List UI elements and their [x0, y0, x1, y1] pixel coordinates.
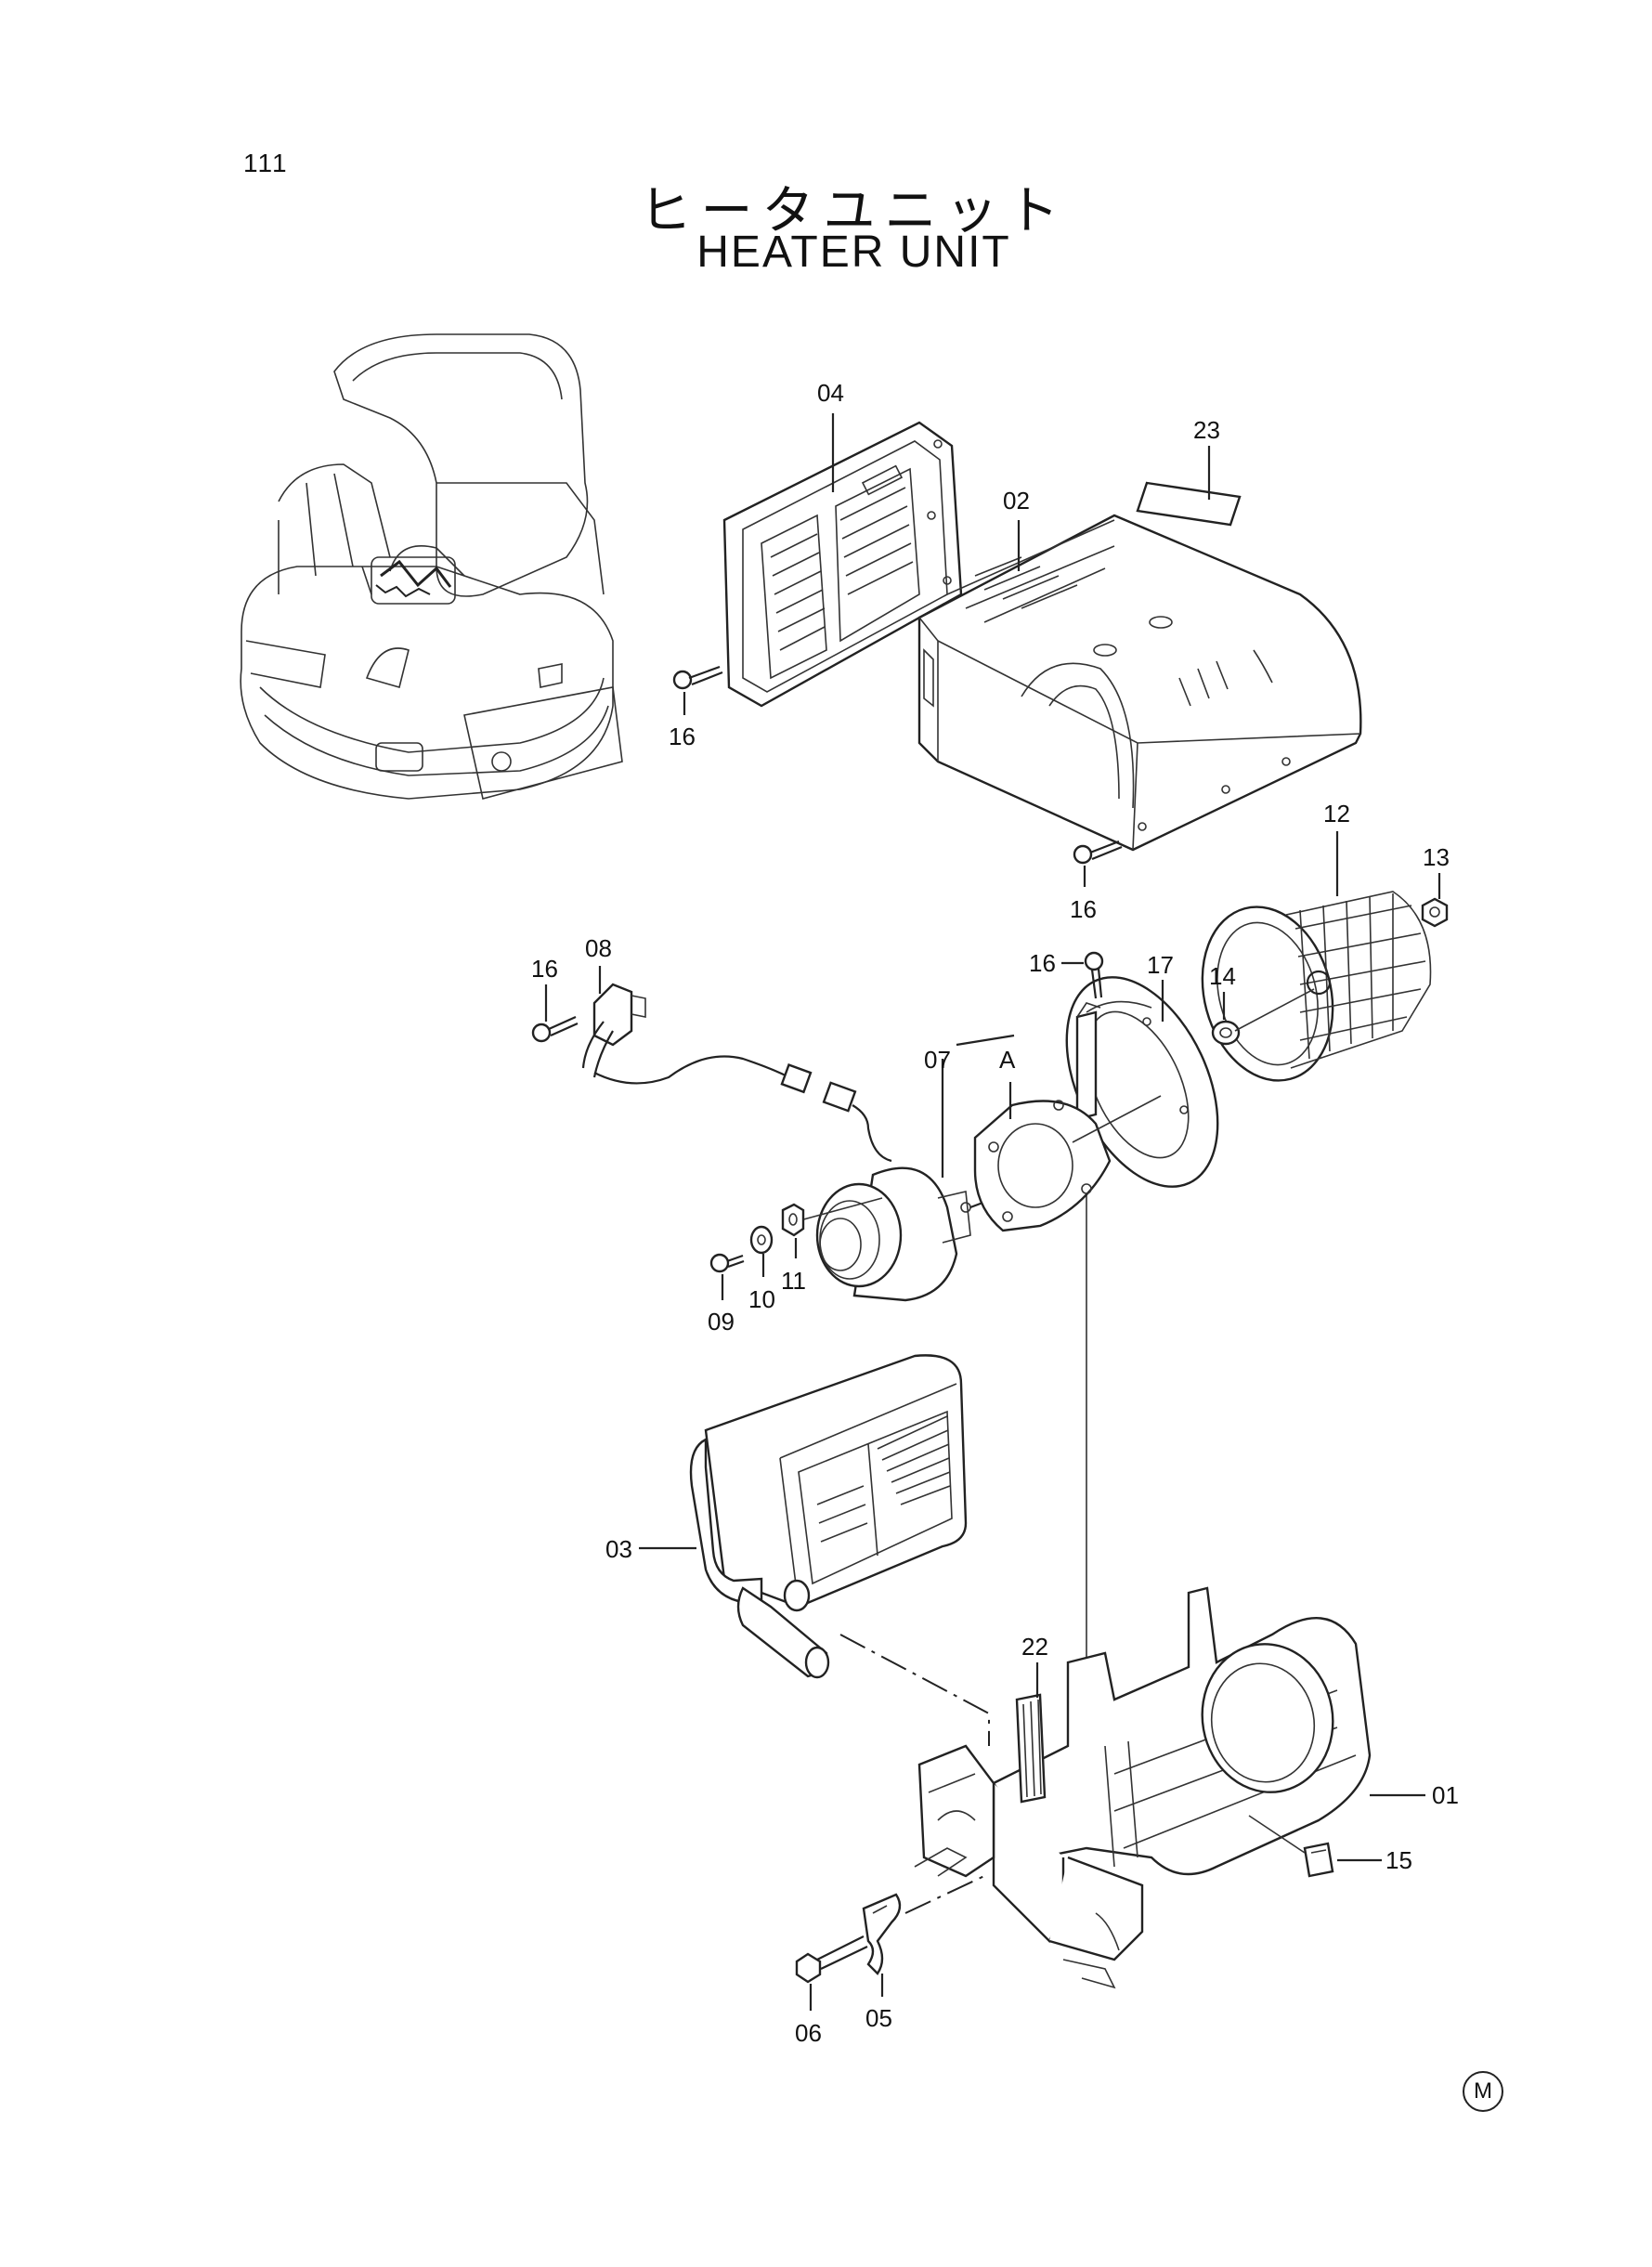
callout-13: 13	[1423, 843, 1450, 871]
callout-03: 03	[605, 1535, 632, 1563]
clip-axis-line	[904, 1875, 985, 1914]
title-english: HEATER UNIT	[696, 228, 1011, 277]
excavator-overview-illustration	[240, 333, 623, 800]
title-japanese: ヒータユニット	[639, 181, 1069, 241]
callout-16a: 16	[669, 723, 696, 750]
shaft-line	[1234, 988, 1315, 1032]
callout-09: 09	[708, 1308, 735, 1335]
callout-17: 17	[1147, 951, 1174, 979]
callout-A: A	[999, 1046, 1016, 1074]
leader-07-top	[956, 1034, 1015, 1047]
part-16-screw-d[interactable]	[531, 1015, 579, 1043]
part-15-grommet[interactable]	[1303, 1842, 1334, 1878]
part-16-screw-c[interactable]	[1084, 951, 1104, 999]
part-16-screw-a[interactable]	[672, 665, 723, 690]
part-01-heater-case[interactable]	[914, 1586, 1372, 1989]
part-03-heater-core[interactable]	[689, 1354, 968, 1679]
callout-01: 01	[1432, 1781, 1459, 1809]
callout-02: 02	[1003, 487, 1030, 515]
part-16-screw-b[interactable]	[1073, 840, 1123, 865]
grommet-axis-line	[1248, 1815, 1306, 1854]
part-22-seal[interactable]	[1015, 1693, 1047, 1804]
callout-10: 10	[748, 1285, 775, 1313]
part-11-nut[interactable]	[781, 1203, 805, 1237]
part-04-grille[interactable]	[722, 421, 963, 708]
callout-16c: 16	[1029, 949, 1056, 977]
callout-07: 07	[924, 1046, 951, 1074]
callout-22: 22	[1021, 1633, 1048, 1661]
callout-12: 12	[1323, 800, 1350, 827]
motor-axis-line	[1072, 1095, 1162, 1143]
insertion-line	[839, 1634, 990, 1746]
part-14-washer[interactable]	[1211, 1020, 1241, 1046]
part-06-bolt[interactable]	[795, 1935, 868, 1984]
part-A-gasket-plate[interactable]	[973, 1100, 1112, 1232]
part-08-resistor-harness[interactable]	[581, 983, 892, 1163]
callout-23: 23	[1193, 416, 1220, 444]
callout-08: 08	[585, 934, 612, 962]
page-number: 111	[243, 149, 289, 177]
part-02-cover[interactable]	[917, 514, 1362, 852]
callout-05: 05	[865, 2004, 892, 2032]
part-13-nut[interactable]	[1421, 897, 1449, 928]
part-09-screw[interactable]	[709, 1253, 745, 1273]
callout-11: 11	[781, 1267, 806, 1295]
manufacturer-mark: M	[1463, 2071, 1503, 2112]
part-17-fan-housing[interactable]	[1036, 954, 1248, 1211]
callout-16b: 16	[1070, 895, 1097, 923]
part-05-clip[interactable]	[862, 1893, 902, 1975]
callout-06: 06	[795, 2019, 822, 2047]
callout-04: 04	[817, 379, 844, 407]
part-23-label[interactable]	[1136, 481, 1242, 527]
part-10-washer[interactable]	[749, 1225, 774, 1255]
callout-14: 14	[1209, 962, 1236, 990]
screw-axis-line	[796, 1197, 883, 1222]
callout-15: 15	[1385, 1846, 1412, 1874]
callout-16d: 16	[531, 955, 558, 983]
